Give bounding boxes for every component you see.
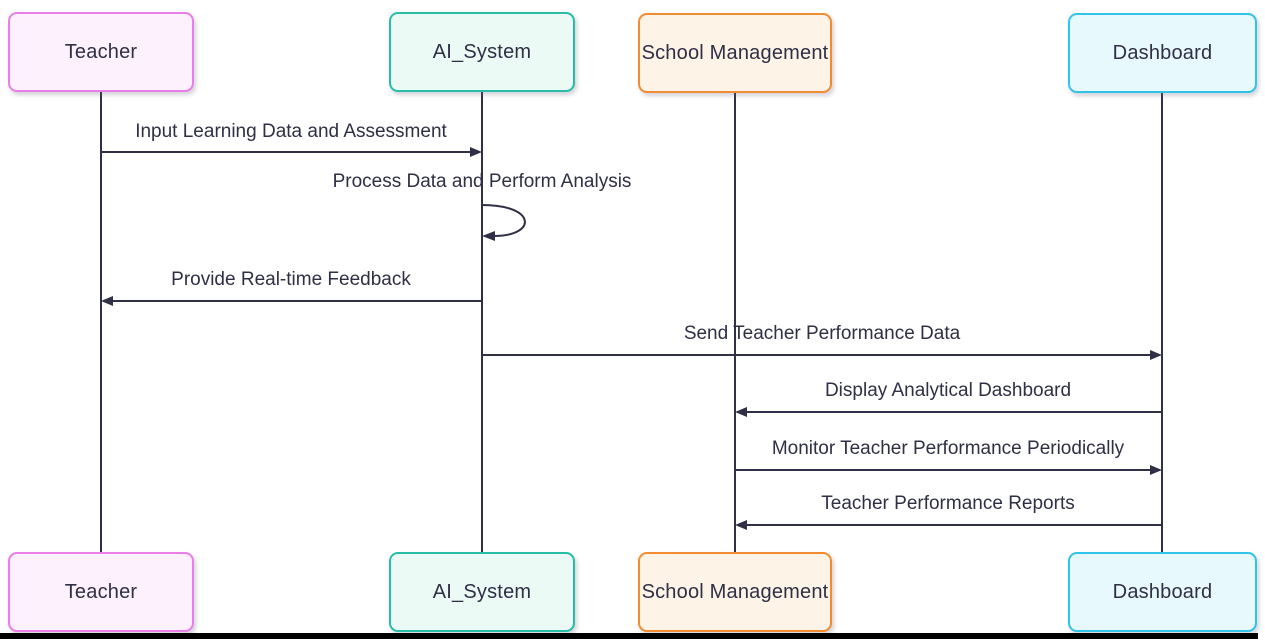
lifeline-teacher <box>100 92 102 552</box>
actor-label: Teacher <box>64 580 138 603</box>
self-loop-arrow <box>481 204 526 241</box>
actor-label: Dashboard <box>1112 580 1213 603</box>
lifeline-ai-system <box>481 92 483 552</box>
actor-bottom-ai-system: AI_System <box>389 552 575 632</box>
lifeline-school-management <box>734 92 736 552</box>
actor-label: AI_System <box>432 580 532 603</box>
actor-top-school-management: School Management <box>638 13 832 93</box>
actor-top-ai-system: AI_System <box>389 12 575 92</box>
actor-label: School Management <box>641 41 829 64</box>
message-label-7: Teacher Performance Reports <box>821 493 1075 514</box>
actor-label: Teacher <box>64 40 138 63</box>
bottom-rule <box>0 633 1258 639</box>
message-arrow-1 <box>101 147 482 157</box>
message-label-6: Monitor Teacher Performance Periodically <box>771 438 1125 459</box>
actor-label: School Management <box>641 580 829 603</box>
actor-top-dashboard: Dashboard <box>1068 13 1257 93</box>
actor-label: Dashboard <box>1112 41 1213 64</box>
lifeline-dashboard <box>1161 92 1163 552</box>
actor-label: AI_System <box>432 40 532 63</box>
message-arrow-4 <box>482 350 1162 360</box>
message-arrow-5 <box>735 407 1162 417</box>
actor-top-teacher: Teacher <box>8 12 194 92</box>
actor-bottom-dashboard: Dashboard <box>1068 552 1257 632</box>
message-label-3: Provide Real-time Feedback <box>171 269 411 290</box>
message-label-1: Input Learning Data and Assessment <box>135 121 447 142</box>
message-arrow-7 <box>735 520 1162 530</box>
message-label-5: Display Analytical Dashboard <box>824 380 1072 401</box>
actor-bottom-teacher: Teacher <box>8 552 194 632</box>
message-label-4: Send Teacher Performance Data <box>683 323 961 344</box>
message-arrow-6 <box>735 465 1162 475</box>
actor-bottom-school-management: School Management <box>638 552 832 632</box>
message-arrow-3 <box>101 296 482 306</box>
message-label-2: Process Data and Perform Analysis <box>332 171 632 192</box>
